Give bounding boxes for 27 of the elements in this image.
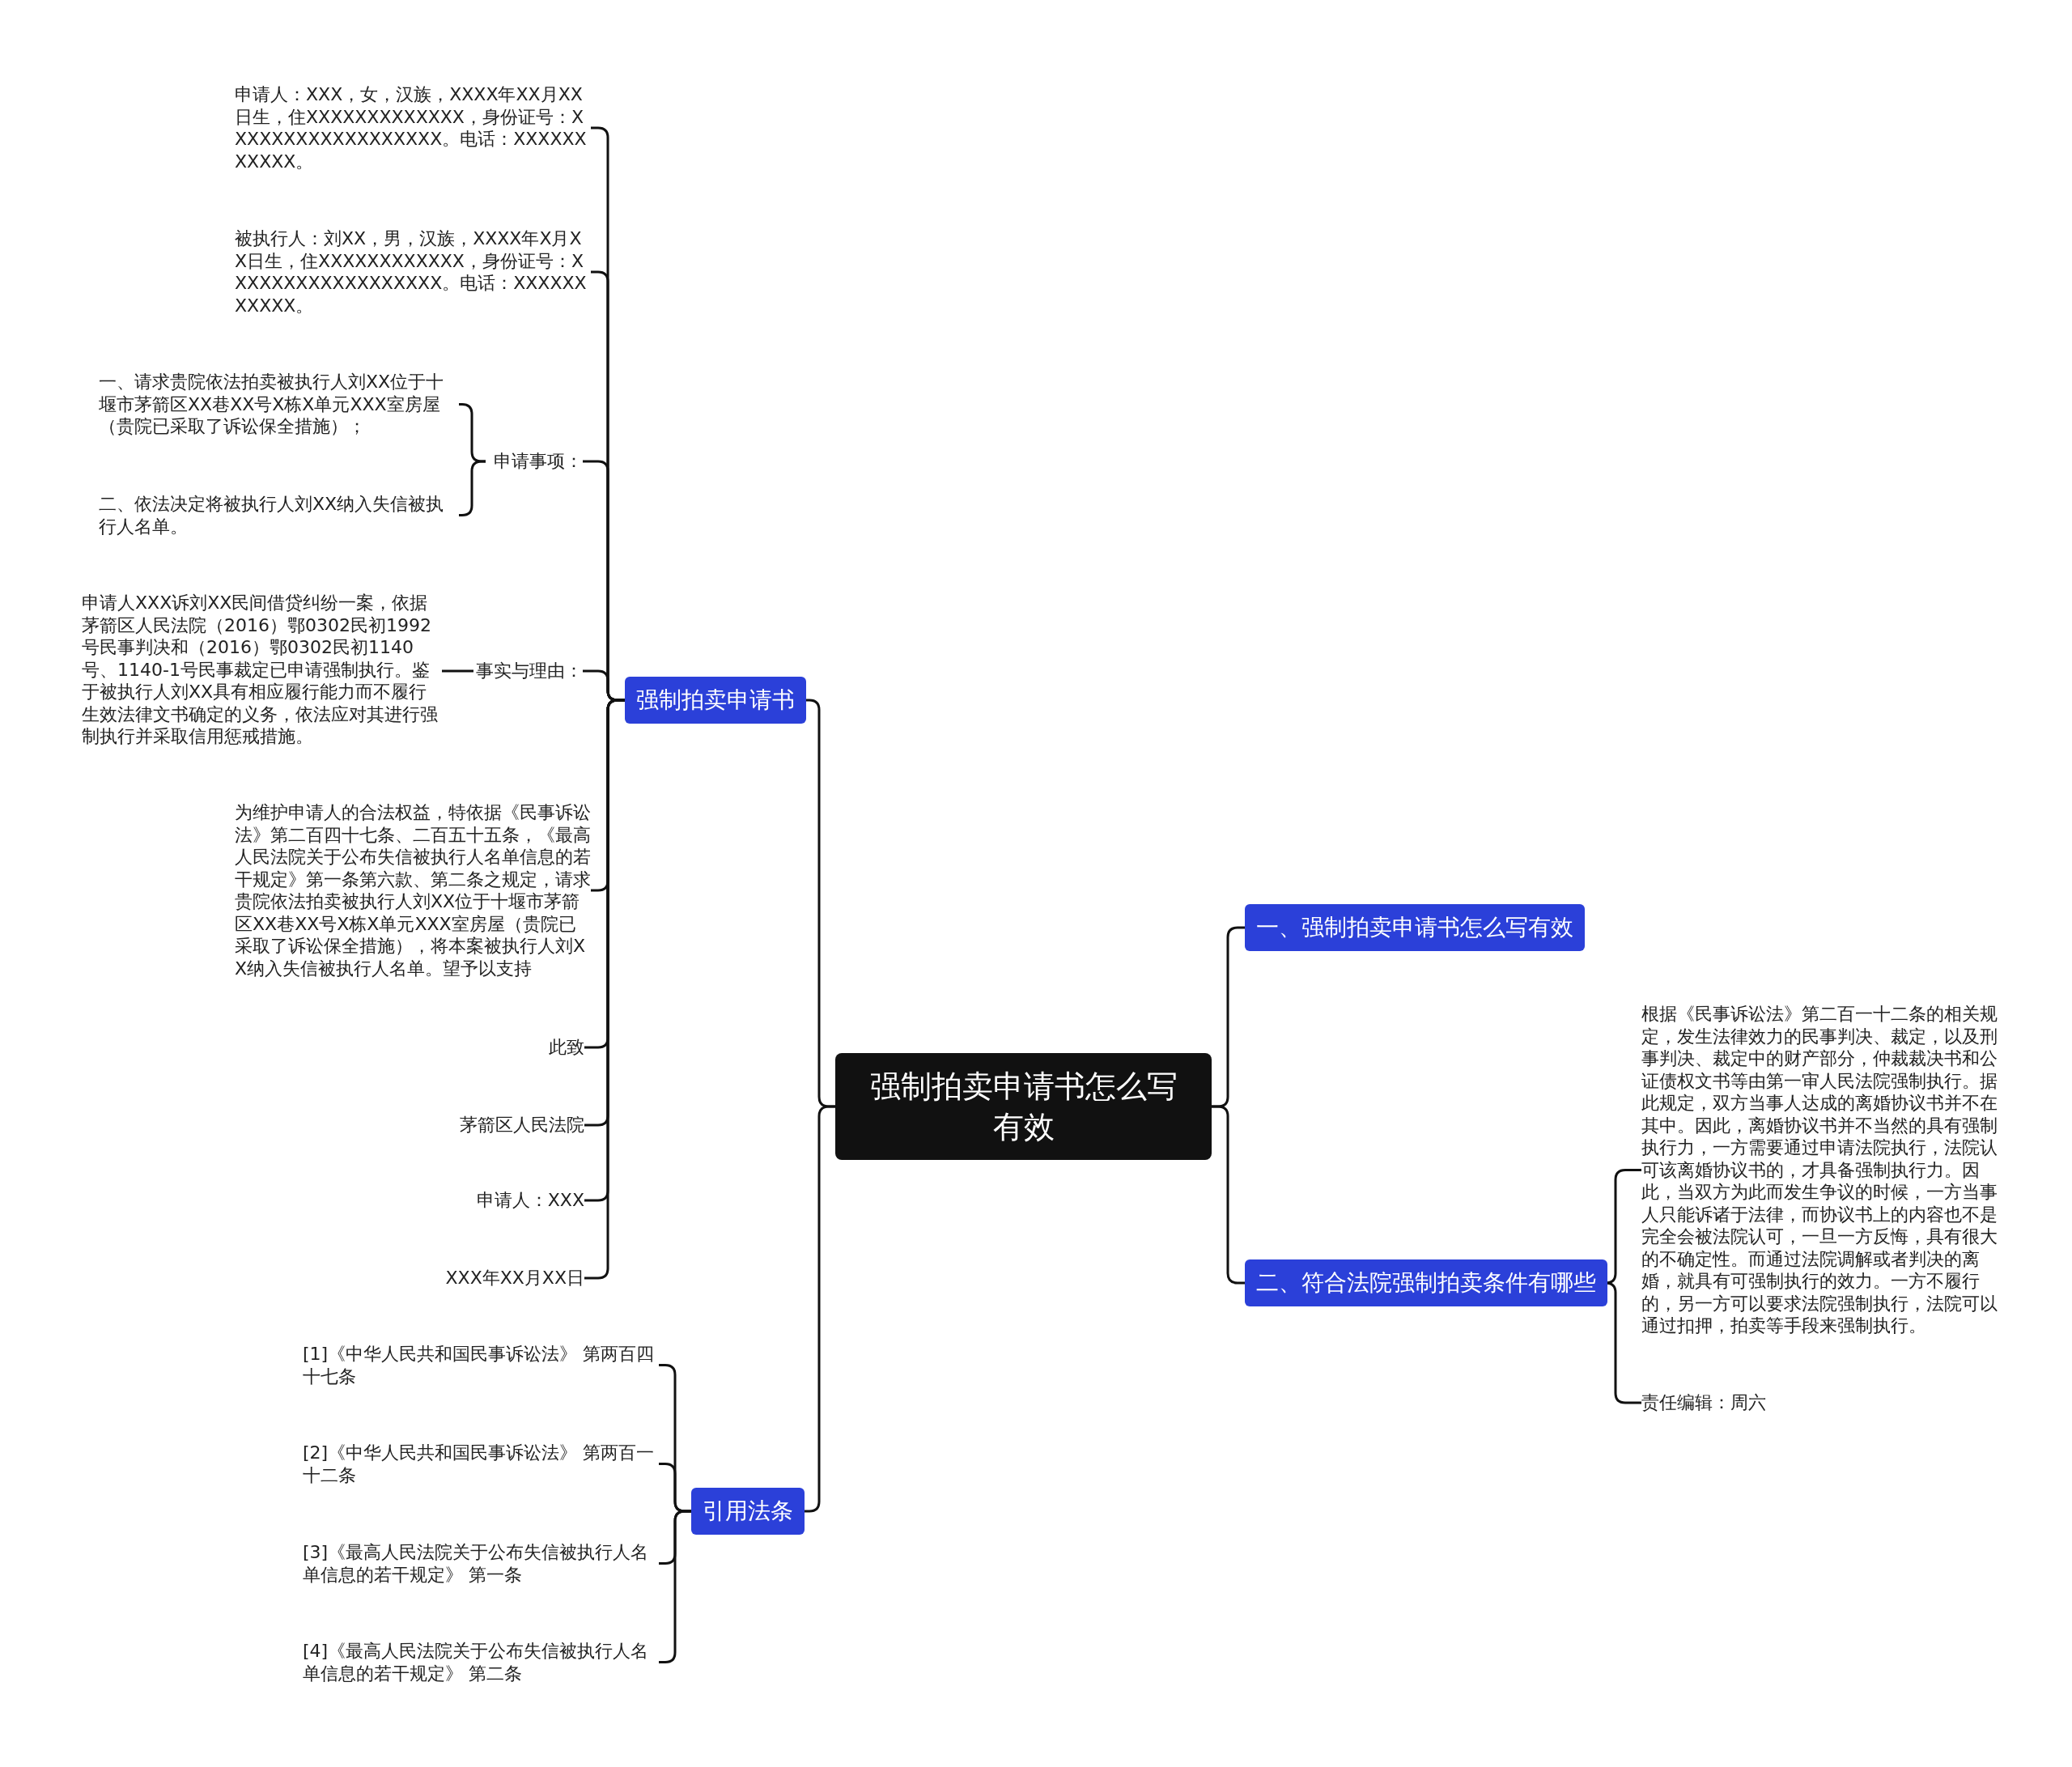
connector-line (459, 460, 486, 516)
topic-text: 二、依法决定将被执行人刘XX纳入失信被执行人名单。 (99, 493, 459, 537)
central-topic-box: 强制拍卖申请书怎么写有效 (835, 1053, 1212, 1160)
topic-text: 申请人：XXX (453, 1189, 584, 1212)
topic-text: 此致 (486, 1036, 584, 1059)
topic-text: 茅箭区人民法院 (437, 1114, 584, 1136)
topic-box: 引用法条 (691, 1488, 805, 1535)
topic-text: [1]《中华人民共和国民事诉讼法》 第两百四十七条 (303, 1343, 659, 1387)
topic-text: 根据《民事诉讼法》第二百一十二条的相关规定，发生法律效力的民事判决、裁定，以及刑事判决、裁定中的财产部分，仲裁裁决书和公证债权文书等由第一审人民法院强制执行。据此规定，双方当事人达成的离婚协议书并不在其中。因此，离婚协议书并不当然的具有强制执行力，一方需要通过申请法院执行，法院认可该离婚协议书的，才具备强制执行力。因此，当双方为此而发生争议的时候，一方当事人只能诉诸于法律，而协议书上的内容也不是完全会被法院认可，一旦一方反悔，具有很大的不确定性。而通过法院调解或者判决的离婚，就具有可强制执行的效力。一方不履行的，另一方可以要求法院强制执行，法院可以通过扣押，拍卖等手段来强制执行。 (1641, 1003, 1998, 1337)
topic-text: 事实与理由： (473, 660, 583, 682)
topic-text: 申请事项： (486, 450, 583, 473)
topic-text: 责任编辑：周六 (1641, 1391, 1803, 1414)
topic-text: 申请人：XXX，女，汉族，XXXX年XX月XX日生，住XXXXXXXXXXXXX，身份证号：XXXXXXXXXXXXXXXXXX。电话：XXXXXXXXXXX。 (235, 83, 591, 172)
topic-box: 二、符合法院强制拍卖条件有哪些 (1245, 1259, 1607, 1306)
connector-line (442, 669, 473, 673)
topic-box: 强制拍卖申请书 (625, 677, 806, 724)
topic-text: [3]《最高人民法院关于公布失信被执行人名单信息的若干规定》 第一条 (303, 1541, 659, 1586)
connector-line (805, 1105, 835, 1513)
topic-text: XXX年XX月XX日 (421, 1267, 584, 1289)
topic-text: 被执行人：刘XX，男，汉族，XXXX年X月XX日生，住XXXXXXXXXXXX，身份证号：XXXXXXXXXXXXXXXXXX。电话：XXXXXXXXXXX。 (235, 227, 591, 316)
topic-text: 申请人XXX诉刘XX民间借贷纠纷一案，依据茅箭区人民法院（2016）鄂0302民初1992号民事判决和（2016）鄂0302民初1140号、1140-1号民事裁定已申请强制执行。鉴于被执行人刘XX具有相应履行能力而不履行生效法律文书确定的义务，依法应对其进行强制执行并采取信用惩戒措施。 (82, 592, 442, 748)
topic-text: [2]《中华人民共和国民事诉讼法》 第两百一十二条 (303, 1442, 659, 1486)
topic-text: 一、请求贵院依法拍卖被执行人刘XX位于十堰市茅箭区XX巷XX号X栋X单元XXX室房屋（贵院已采取了诉讼保全措施）； (99, 371, 459, 438)
topic-text: 为维护申请人的合法权益，特依据《民事诉讼法》第二百四十七条、二百五十五条，《最高人民法院关于公布失信被执行人名单信息的若干规定》第一条第六款、第二条之规定，请求贵院依法拍卖被执行人刘XX位于十堰市茅箭区XX巷XX号X栋X单元XXX室房屋（贵院已采取了诉讼保全措施），将本案被执行人刘XX纳入失信被执行人名单。望予以支持 (235, 801, 591, 979)
connector-line (1212, 1105, 1245, 1285)
topic-box: 一、强制拍卖申请书怎么写有效 (1245, 904, 1585, 951)
topic-text: [4]《最高人民法院关于公布失信被执行人名单信息的若干规定》 第二条 (303, 1640, 659, 1684)
